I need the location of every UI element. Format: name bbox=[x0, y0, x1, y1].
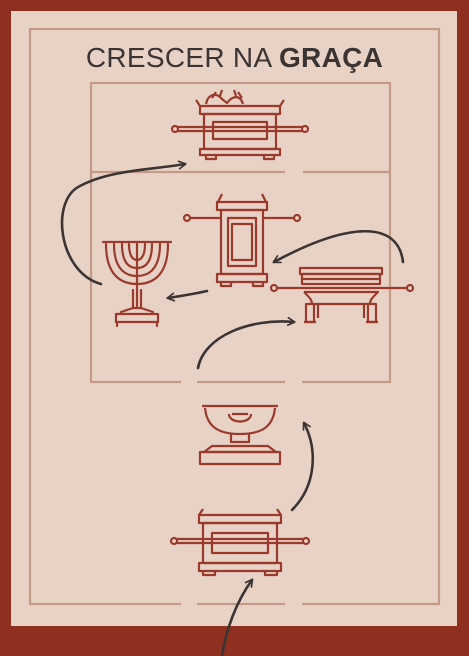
arrow-altar-to-laver bbox=[290, 423, 314, 512]
ark-of-covenant-icon bbox=[170, 89, 310, 161]
brazen-altar-icon bbox=[169, 508, 311, 577]
arrow-entrance bbox=[220, 580, 254, 656]
bronze-laver-icon bbox=[198, 404, 282, 466]
tabernacle-outline bbox=[28, 27, 441, 606]
arrow-table-to-incense bbox=[274, 229, 405, 264]
page-title: CRESCER NA GRAÇA bbox=[0, 42, 469, 74]
menorah-icon bbox=[101, 240, 173, 328]
title-regular: CRESCER NA bbox=[85, 42, 279, 73]
table-of-showbread-icon bbox=[269, 266, 415, 324]
title-bold: GRAÇA bbox=[278, 42, 384, 73]
altar-of-incense-icon bbox=[182, 193, 302, 288]
arrow-incense-to-menorah bbox=[168, 289, 209, 298]
arrow-laver-to-table bbox=[196, 321, 294, 370]
arrow-menorah-to-ark bbox=[60, 164, 185, 286]
doorway-gaps bbox=[181, 380, 302, 606]
path-arrows bbox=[60, 164, 405, 656]
